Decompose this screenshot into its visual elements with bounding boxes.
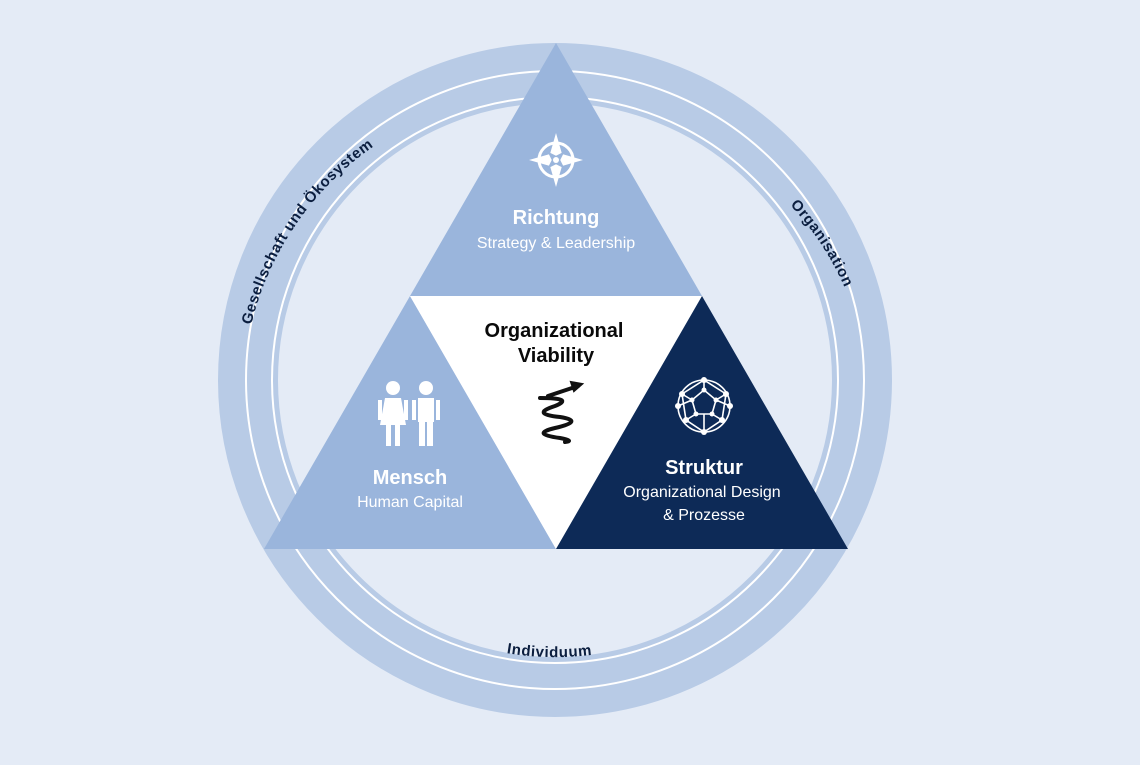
segment-right-subtitle-line1: Organizational Design	[623, 484, 780, 501]
segment-left-subtitle: Human Capital	[357, 494, 463, 511]
compass-icon	[529, 133, 583, 187]
segment-left-mensch	[264, 296, 556, 549]
segment-center-viability	[410, 296, 702, 549]
segment-top-subtitle: Strategy & Leadership	[477, 235, 635, 252]
network-sphere-nodes	[675, 377, 733, 435]
center-title-line1: Organizational	[485, 320, 624, 342]
segment-right-title: Struktur	[665, 457, 743, 479]
segment-right-struktur	[556, 296, 848, 549]
ring-label-inner: Individuum	[506, 640, 593, 661]
segment-right-subtitle-line2: & Prozesse	[663, 507, 745, 524]
spiral-arrow-icon	[538, 380, 585, 444]
people-icon	[378, 381, 440, 446]
center-title-line2: Viability	[518, 345, 595, 367]
segment-top-title: Richtung	[513, 207, 600, 229]
segment-left-title: Mensch	[373, 467, 447, 489]
